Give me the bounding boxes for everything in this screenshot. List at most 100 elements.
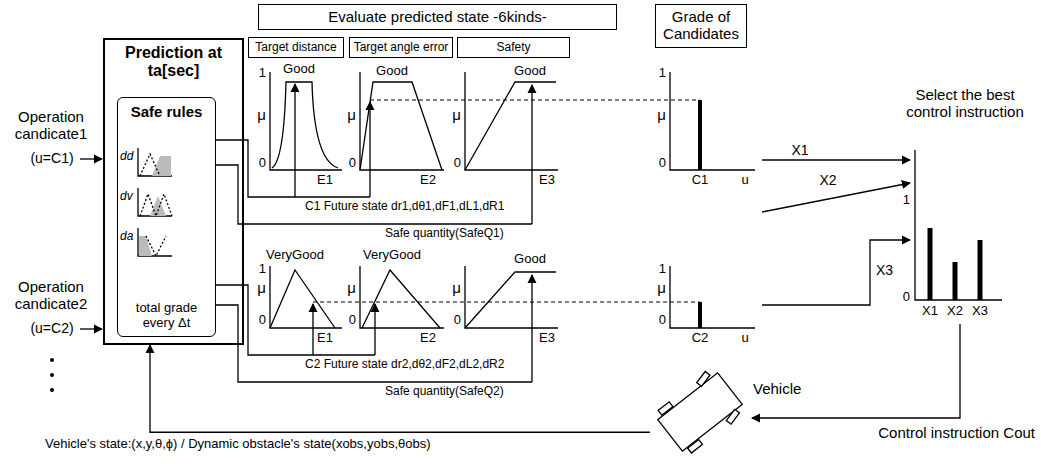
label-holder: (u=C2) — [30, 320, 73, 336]
label-text: μ — [257, 279, 266, 296]
label-holder: Select the best control instruction — [895, 86, 1035, 121]
label-text: Safe quantity(SafeQ2) — [385, 384, 504, 398]
plot-axis — [465, 72, 558, 170]
header-box: Evaluate predicted state -6kinds- — [258, 4, 617, 30]
label-holder: μ — [347, 106, 356, 123]
label-text: 0 — [659, 155, 666, 170]
label-text: VeryGood — [363, 247, 421, 262]
label-text: 1 — [659, 261, 666, 276]
state-line — [216, 140, 370, 197]
membership-curve — [465, 82, 556, 170]
label-holder: C2 Future state dr2,dθ2,dF2,dL2,dR2 — [305, 358, 504, 372]
label-holder: Safe quantity(SafeQ2) — [385, 385, 504, 399]
label-text: C1 Future state dr1,dθ1,dF1,dL1,dR1 — [305, 199, 504, 213]
label-holder: 1 — [259, 66, 266, 81]
wheel — [697, 372, 710, 387]
rule-area — [139, 236, 152, 256]
node-text: Safety — [460, 41, 567, 55]
dot — [50, 373, 54, 377]
select-bar — [953, 262, 958, 300]
label-holder: μ — [657, 106, 666, 123]
label-text: 0 — [454, 312, 461, 327]
rule-axis — [138, 148, 172, 176]
label-holder: E3 — [539, 331, 555, 346]
label-text: Good — [376, 63, 408, 78]
label-text: (u=C2) — [30, 320, 73, 336]
label-holder: u — [741, 173, 748, 188]
rule-axis — [138, 228, 172, 256]
plot-axis — [270, 266, 342, 328]
ellipsis-dots — [50, 358, 54, 392]
grade-arrow — [762, 159, 910, 160]
label-text: Operation candicate1 — [15, 108, 88, 142]
edge-label-holder: Vehicle's state:(x,y,θ,ϕ) / Dynamic obst… — [45, 437, 431, 452]
label-text: VeryGood — [266, 247, 324, 262]
rule-axis — [138, 188, 172, 216]
label-holder: μ — [257, 106, 266, 123]
label-text: u — [741, 330, 748, 345]
label-holder: 0 — [659, 313, 666, 328]
label-holder: μ — [657, 279, 666, 296]
eval-arrow — [294, 84, 295, 197]
plot-axis — [465, 266, 558, 328]
node-text: Vehicle — [753, 380, 820, 397]
wheel — [658, 402, 673, 415]
label-holder: 0 — [659, 156, 666, 171]
label-holder: u — [741, 331, 748, 346]
node-text: Prediction at ta[sec] — [123, 44, 224, 81]
label-text: E3 — [539, 172, 555, 187]
label-holder: Safe quantity(SafeQ1) — [385, 227, 504, 241]
label-text: 0 — [903, 289, 910, 304]
label-text: Operation candicate2 — [15, 278, 88, 312]
wheel — [726, 409, 739, 424]
label-text: 0 — [454, 155, 461, 170]
control-arrow — [752, 324, 960, 418]
eval-arrow — [312, 304, 313, 355]
label-text: Select the best control instruction — [906, 86, 1024, 120]
label-holder: Good — [283, 62, 315, 77]
membership-curve — [362, 270, 440, 328]
label-text: X1 — [791, 142, 808, 158]
label-text: Control instruction Cout — [878, 424, 1035, 441]
label-holder: μ — [452, 106, 461, 123]
label-text: Good — [283, 61, 315, 76]
edge-label: Vehicle's state:(x,y,θ,ϕ) / Dynamic obst… — [45, 436, 431, 451]
eval-arrow — [369, 102, 370, 197]
label-text: X3 — [972, 303, 988, 318]
label-holder: 0 — [349, 313, 356, 328]
node-text: Grade of Candidates — [658, 8, 744, 43]
label-holder: Good — [514, 64, 546, 79]
node-text: Evaluate predicted state -6kinds- — [263, 8, 612, 25]
label-holder: X1 — [791, 142, 808, 158]
label-holder: 0 — [454, 313, 461, 328]
label-holder: VeryGood — [266, 248, 324, 263]
label-holder: Good — [514, 252, 546, 267]
eval-arrow — [531, 85, 532, 224]
plot-axis — [670, 266, 755, 328]
label-holder: E1 — [317, 331, 333, 346]
label-text: E1 — [317, 330, 333, 345]
criterion-box: Target distance — [248, 37, 344, 58]
label-holder: E3 — [539, 173, 555, 188]
select-bar — [978, 240, 983, 300]
label-text: μ — [347, 279, 356, 296]
label-text: μ — [657, 106, 666, 123]
membership-curve — [465, 272, 556, 328]
label-holder: (u=C1) — [30, 150, 73, 166]
plot-axis — [360, 266, 444, 328]
plot-axis — [270, 72, 342, 170]
membership-curve — [360, 82, 442, 170]
dot — [50, 358, 54, 362]
membership-curve — [272, 82, 338, 168]
label-text: u — [741, 172, 748, 187]
label-holder: Operation candicate2 — [2, 278, 100, 313]
label-text: 1 — [259, 65, 266, 80]
label-text: X2 — [947, 303, 963, 318]
label-text: Safe quantity(SafeQ1) — [385, 226, 504, 240]
label-holder: 0 — [349, 156, 356, 171]
label-holder: C1 Future state dr1,dθ1,dF1,dL1,dR1 — [305, 200, 504, 214]
label-text: (u=C1) — [30, 150, 73, 166]
label-holder: μ — [347, 279, 356, 296]
rule-curve — [146, 236, 166, 256]
